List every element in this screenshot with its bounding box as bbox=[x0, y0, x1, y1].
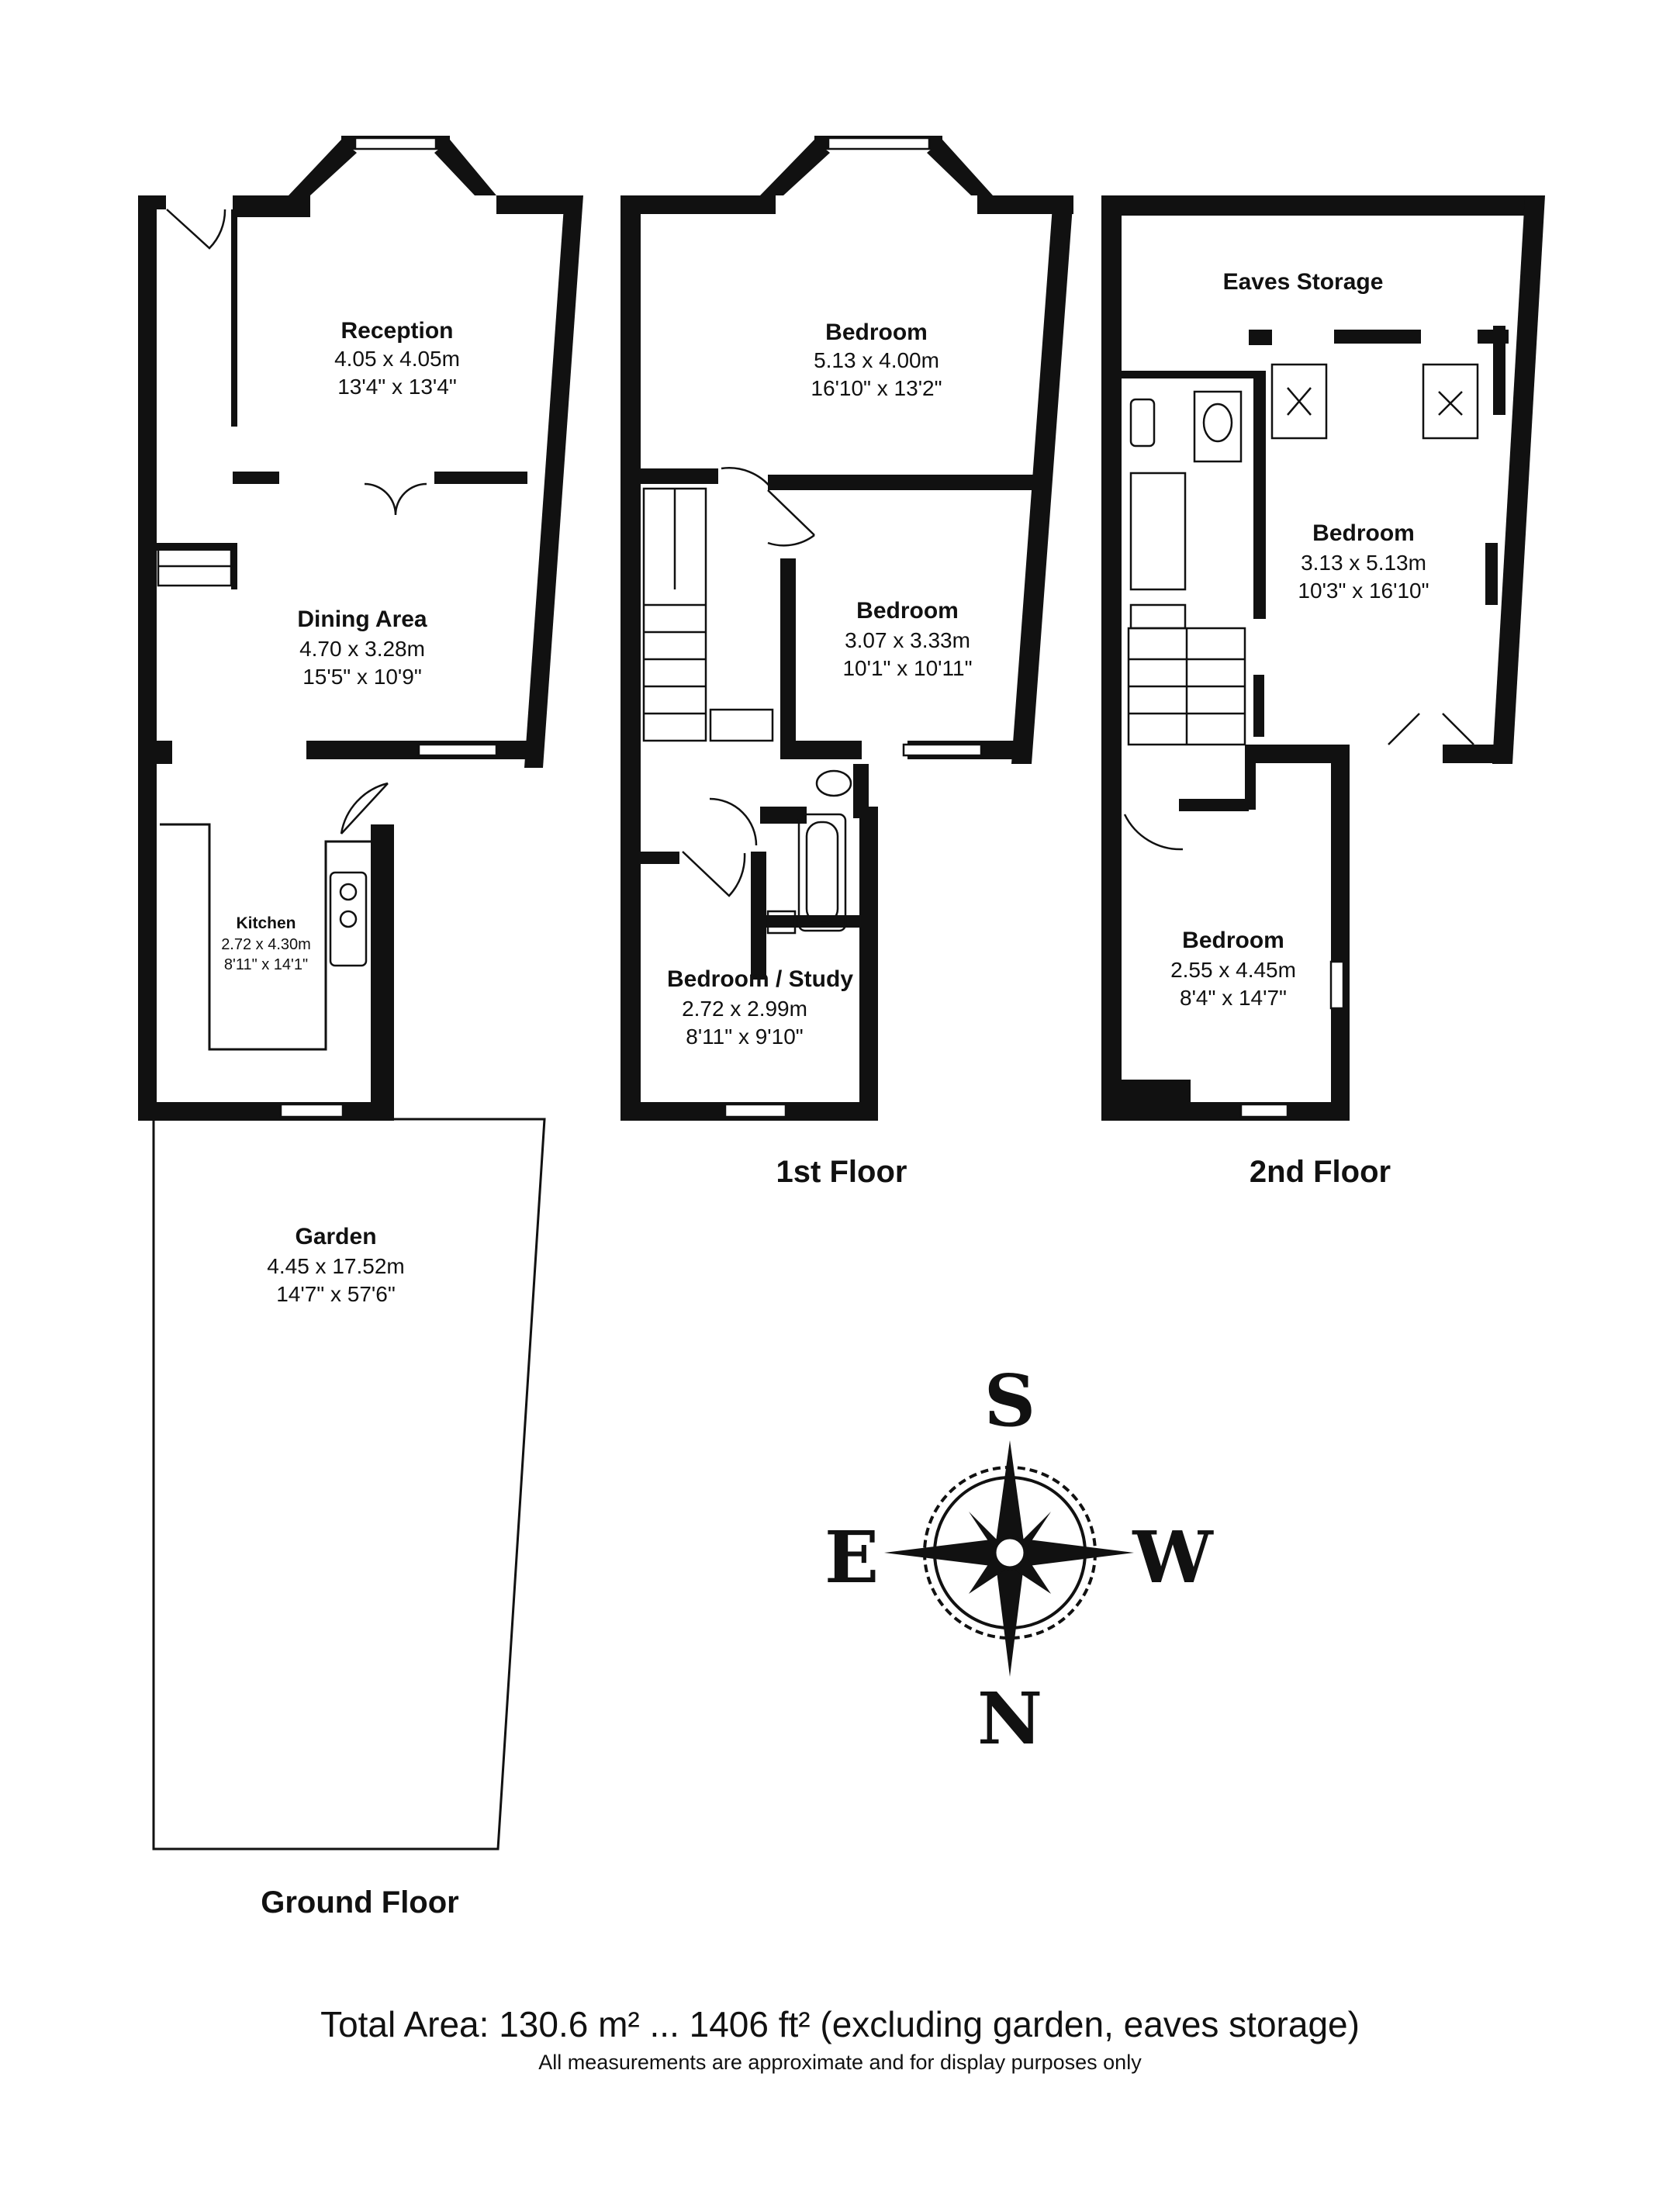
compass-rose: S N E W bbox=[824, 1359, 1214, 1761]
room-name-garden: Garden bbox=[295, 1224, 376, 1249]
room-imperial-front-bedroom: 16'10" x 13'2" bbox=[811, 376, 942, 400]
room-name-eaves-storage: Eaves Storage bbox=[1223, 269, 1384, 295]
kitchen-door bbox=[340, 782, 389, 835]
room-imperial-bedroom-study: 8'11" x 9'10" bbox=[686, 1025, 803, 1049]
room-name-rear-bedroom: Bedroom bbox=[1182, 928, 1284, 953]
room-metric-garden: 4.45 x 17.52m bbox=[267, 1254, 404, 1278]
room-name-front-bedroom: Bedroom bbox=[825, 320, 928, 345]
bathroom-door bbox=[709, 797, 758, 846]
floor-label-ground: Ground Floor bbox=[261, 1885, 459, 1920]
first-floor-stairs bbox=[642, 487, 774, 742]
front-bedroom-door bbox=[721, 467, 773, 489]
compass-letter-right: W bbox=[1132, 1515, 1214, 1599]
middle-bedroom-door bbox=[767, 489, 815, 547]
skylight-right bbox=[1422, 363, 1479, 440]
room-imperial-reception: 13'4" x 13'4" bbox=[337, 375, 457, 399]
reception-doors bbox=[364, 482, 427, 516]
disclaimer-note: All measurements are approximate and for… bbox=[538, 2051, 1142, 2074]
room-name-dining-area: Dining Area bbox=[297, 606, 427, 632]
room-imperial-rear-bedroom: 8'4" x 14'7" bbox=[1180, 986, 1287, 1010]
reception-window bbox=[354, 137, 437, 150]
room-imperial-kitchen: 8'11" x 14'1" bbox=[224, 956, 308, 973]
room-name-loft-bedroom: Bedroom bbox=[1312, 520, 1415, 546]
first-floor-plan: Bedroom 5.13 x 4.00m 16'10" x 13'2" Bedr… bbox=[620, 136, 1073, 1189]
kitchen-sink bbox=[329, 871, 368, 967]
room-imperial-garden: 14'7" x 57'6" bbox=[276, 1282, 396, 1306]
front-bedroom-window bbox=[827, 137, 931, 150]
skylight-left bbox=[1270, 363, 1328, 440]
second-floor-plan: Eaves Storage Bedroom 3.13 x 5.13m 10'3"… bbox=[1101, 195, 1545, 1189]
compass-letter-bottom: N bbox=[977, 1677, 1042, 1761]
middle-bedroom-window bbox=[902, 743, 983, 757]
kitchen-counter bbox=[160, 823, 371, 1051]
room-name-kitchen: Kitchen bbox=[236, 914, 296, 932]
room-metric-bedroom-study: 2.72 x 2.99m bbox=[682, 997, 807, 1021]
second-floor-bathroom-fixtures bbox=[1129, 390, 1243, 630]
study-window bbox=[724, 1103, 787, 1118]
rear-bedroom-side-window bbox=[1329, 960, 1345, 1010]
room-imperial-loft-bedroom: 10'3" x 16'10" bbox=[1298, 579, 1429, 603]
room-name-middle-bedroom: Bedroom bbox=[856, 598, 959, 624]
room-name-bedroom-study: Bedroom / Study bbox=[667, 966, 853, 992]
compass-center bbox=[992, 1535, 1028, 1571]
room-name-reception: Reception bbox=[340, 318, 453, 344]
room-metric-kitchen: 2.72 x 4.30m bbox=[221, 936, 311, 953]
floor-label-first: 1st Floor bbox=[776, 1155, 907, 1189]
study-door bbox=[682, 851, 746, 897]
ground-floor-stairs bbox=[157, 545, 233, 587]
second-floor-stairs bbox=[1127, 627, 1246, 746]
compass-letter-top: S bbox=[984, 1359, 1035, 1443]
compass-letter-left: E bbox=[824, 1515, 879, 1599]
floor-label-second: 2nd Floor bbox=[1250, 1155, 1391, 1189]
room-metric-dining-area: 4.70 x 3.28m bbox=[299, 637, 425, 661]
rear-bedroom-window bbox=[1239, 1103, 1289, 1118]
room-metric-front-bedroom: 5.13 x 4.00m bbox=[814, 348, 939, 372]
bedroom-french-doors bbox=[1388, 713, 1474, 745]
room-imperial-middle-bedroom: 10'1" x 10'11" bbox=[842, 656, 972, 680]
kitchen-window bbox=[279, 1103, 344, 1118]
room-imperial-dining-area: 15'5" x 10'9" bbox=[302, 665, 422, 689]
dining-window bbox=[417, 743, 498, 757]
room-metric-loft-bedroom: 3.13 x 5.13m bbox=[1301, 551, 1426, 575]
room-metric-middle-bedroom: 3.07 x 3.33m bbox=[845, 628, 970, 652]
first-floor-bathroom-fixtures bbox=[766, 769, 852, 935]
room-metric-rear-bedroom: 2.55 x 4.45m bbox=[1170, 958, 1296, 982]
second-floor-walls bbox=[1101, 195, 1545, 1121]
entrance-door bbox=[166, 209, 226, 250]
rear-bedroom-door bbox=[1123, 814, 1184, 851]
ground-floor-plan: Reception 4.05 x 4.05m 13'4" x 13'4" Din… bbox=[138, 136, 583, 1920]
total-area: Total Area: 130.6 m² ... 1406 ft² (exclu… bbox=[320, 2004, 1360, 2044]
garden-outline bbox=[152, 1118, 546, 1851]
room-metric-reception: 4.05 x 4.05m bbox=[334, 347, 460, 371]
